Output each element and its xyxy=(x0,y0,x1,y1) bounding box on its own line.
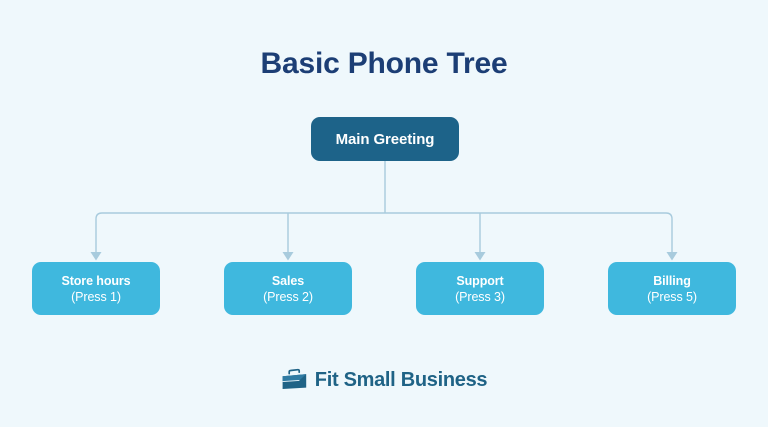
node-billing[interactable]: Billing (Press 5) xyxy=(608,262,736,315)
brand-name: Fit Small Business xyxy=(314,368,488,391)
node-store-hours-option: (Press 1) xyxy=(71,290,121,304)
node-support-option: (Press 3) xyxy=(455,290,505,304)
node-main-greeting[interactable]: Main Greeting xyxy=(311,117,459,161)
node-sales[interactable]: Sales (Press 2) xyxy=(224,262,352,315)
node-support[interactable]: Support (Press 3) xyxy=(416,262,544,315)
node-store-hours[interactable]: Store hours (Press 1) xyxy=(32,262,160,315)
node-main-greeting-label: Main Greeting xyxy=(335,130,435,148)
node-support-label: Support xyxy=(456,274,504,288)
node-billing-label: Billing xyxy=(653,274,691,288)
brand-logo: Fit Small Business xyxy=(0,368,768,391)
page-title: Basic Phone Tree xyxy=(260,47,508,80)
node-store-hours-label: Store hours xyxy=(61,274,131,288)
node-sales-label: Sales xyxy=(271,274,305,288)
briefcase-icon xyxy=(282,368,306,389)
node-billing-option: (Press 5) xyxy=(647,290,697,304)
node-sales-option: (Press 2) xyxy=(263,290,313,304)
